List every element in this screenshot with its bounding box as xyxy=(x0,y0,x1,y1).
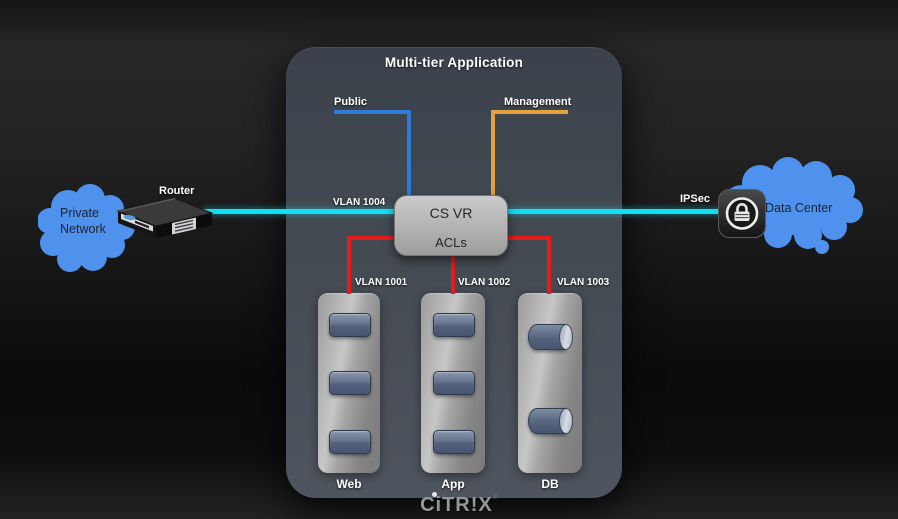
router-device xyxy=(114,193,218,241)
public-label: Public xyxy=(334,96,368,108)
management-link-line-v xyxy=(491,110,495,198)
padlock-icon xyxy=(718,189,766,238)
server-icon xyxy=(433,371,475,395)
citrix-wordmark: CiTR!X xyxy=(420,494,493,516)
db-tier-stack xyxy=(518,293,582,473)
public-link-line-v xyxy=(407,110,411,198)
panel-bottom-dot xyxy=(432,492,437,497)
registered-mark: ® xyxy=(492,494,498,501)
vlan-1003-label: VLAN 1003 xyxy=(557,277,610,288)
panel-title: Multi-tier Application xyxy=(384,55,524,70)
server-icon xyxy=(433,313,475,337)
citrix-logo: CiTR!X® xyxy=(389,494,529,517)
app-link-line-v xyxy=(451,250,455,294)
vlan-1002-label: VLAN 1002 xyxy=(458,277,511,288)
web-tier-label: Web xyxy=(336,477,362,491)
router-icon xyxy=(116,197,214,238)
database-icon xyxy=(528,408,573,434)
ipsec-lock-badge xyxy=(718,189,766,238)
web-tier-stack xyxy=(318,293,380,473)
app-tier-stack xyxy=(421,293,485,473)
vlan-1004-label: VLAN 1004 xyxy=(333,197,386,208)
app-tier-label: App xyxy=(441,477,465,491)
db-tier-label: DB xyxy=(541,477,559,491)
db-link-line-v xyxy=(547,236,551,294)
management-label: Management xyxy=(504,96,572,108)
server-icon xyxy=(329,371,371,395)
server-icon xyxy=(329,430,371,454)
csvr-node: CS VR ACLs xyxy=(394,195,508,256)
router-label: Router xyxy=(159,185,195,197)
private-network-label: Private Network xyxy=(60,206,106,236)
vlan-1001-label: VLAN 1001 xyxy=(355,277,408,288)
server-icon xyxy=(433,430,475,454)
web-link-line-h xyxy=(347,236,404,240)
data-center-label: Data Center xyxy=(765,201,833,215)
csvr-title: CS VR xyxy=(429,205,473,221)
private-network-cloud: Private Network xyxy=(37,179,138,275)
web-link-line-v xyxy=(347,236,351,294)
database-icon xyxy=(528,324,573,350)
management-link-line-h xyxy=(491,110,568,114)
cloud-icon xyxy=(37,184,135,272)
ipsec-label: IPSec xyxy=(680,193,710,205)
csvr-acls-label: ACLs xyxy=(435,235,467,250)
public-link-line-h xyxy=(334,110,411,114)
db-link-line-h xyxy=(498,236,551,240)
server-icon xyxy=(329,313,371,337)
